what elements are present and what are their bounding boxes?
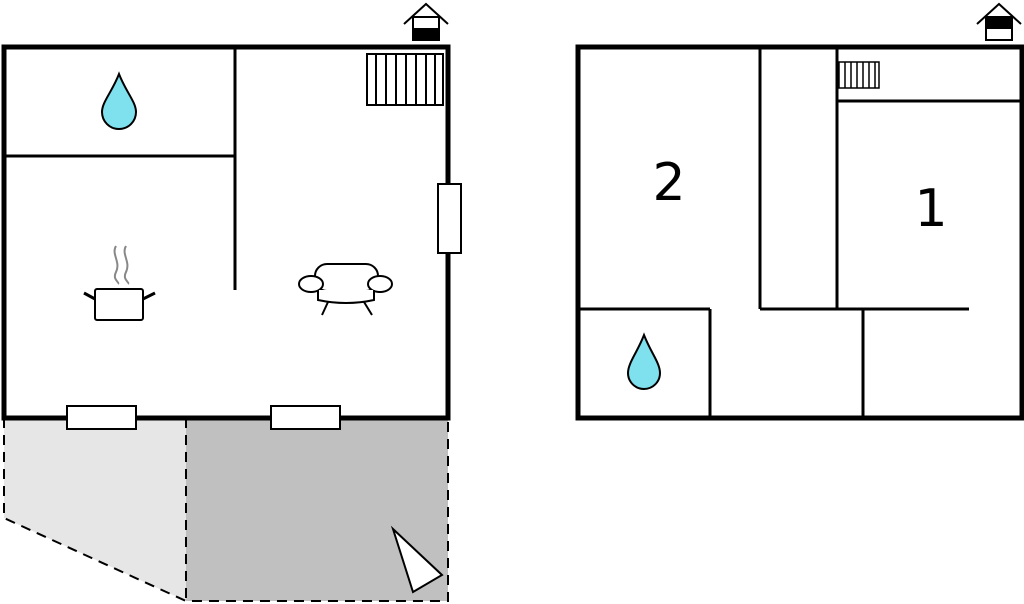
window-south-left <box>66 405 137 430</box>
cooking-pot-icon <box>83 245 156 321</box>
room-number-2: 2 <box>652 153 685 213</box>
north-arrow-icon <box>390 525 444 594</box>
sofa-icon <box>298 263 393 316</box>
ground-floor-outer-wall <box>1 44 451 421</box>
staircase-icon <box>366 53 444 106</box>
terrace-light <box>4 418 186 601</box>
upper-floor-interior-walls <box>580 49 1020 416</box>
house-floor-indicator-icon <box>403 2 449 41</box>
room-number-1: 1 <box>914 179 947 239</box>
ground-floor <box>1 2 462 602</box>
house-floor-indicator-icon <box>976 2 1022 41</box>
window-south-right <box>270 405 341 430</box>
water-drop-icon <box>626 332 662 390</box>
water-drop-icon <box>100 71 138 130</box>
staircase-icon <box>838 61 880 89</box>
window-east <box>437 183 462 254</box>
upper-floor: 2 1 <box>575 2 1024 421</box>
terrace-dark <box>186 418 448 601</box>
